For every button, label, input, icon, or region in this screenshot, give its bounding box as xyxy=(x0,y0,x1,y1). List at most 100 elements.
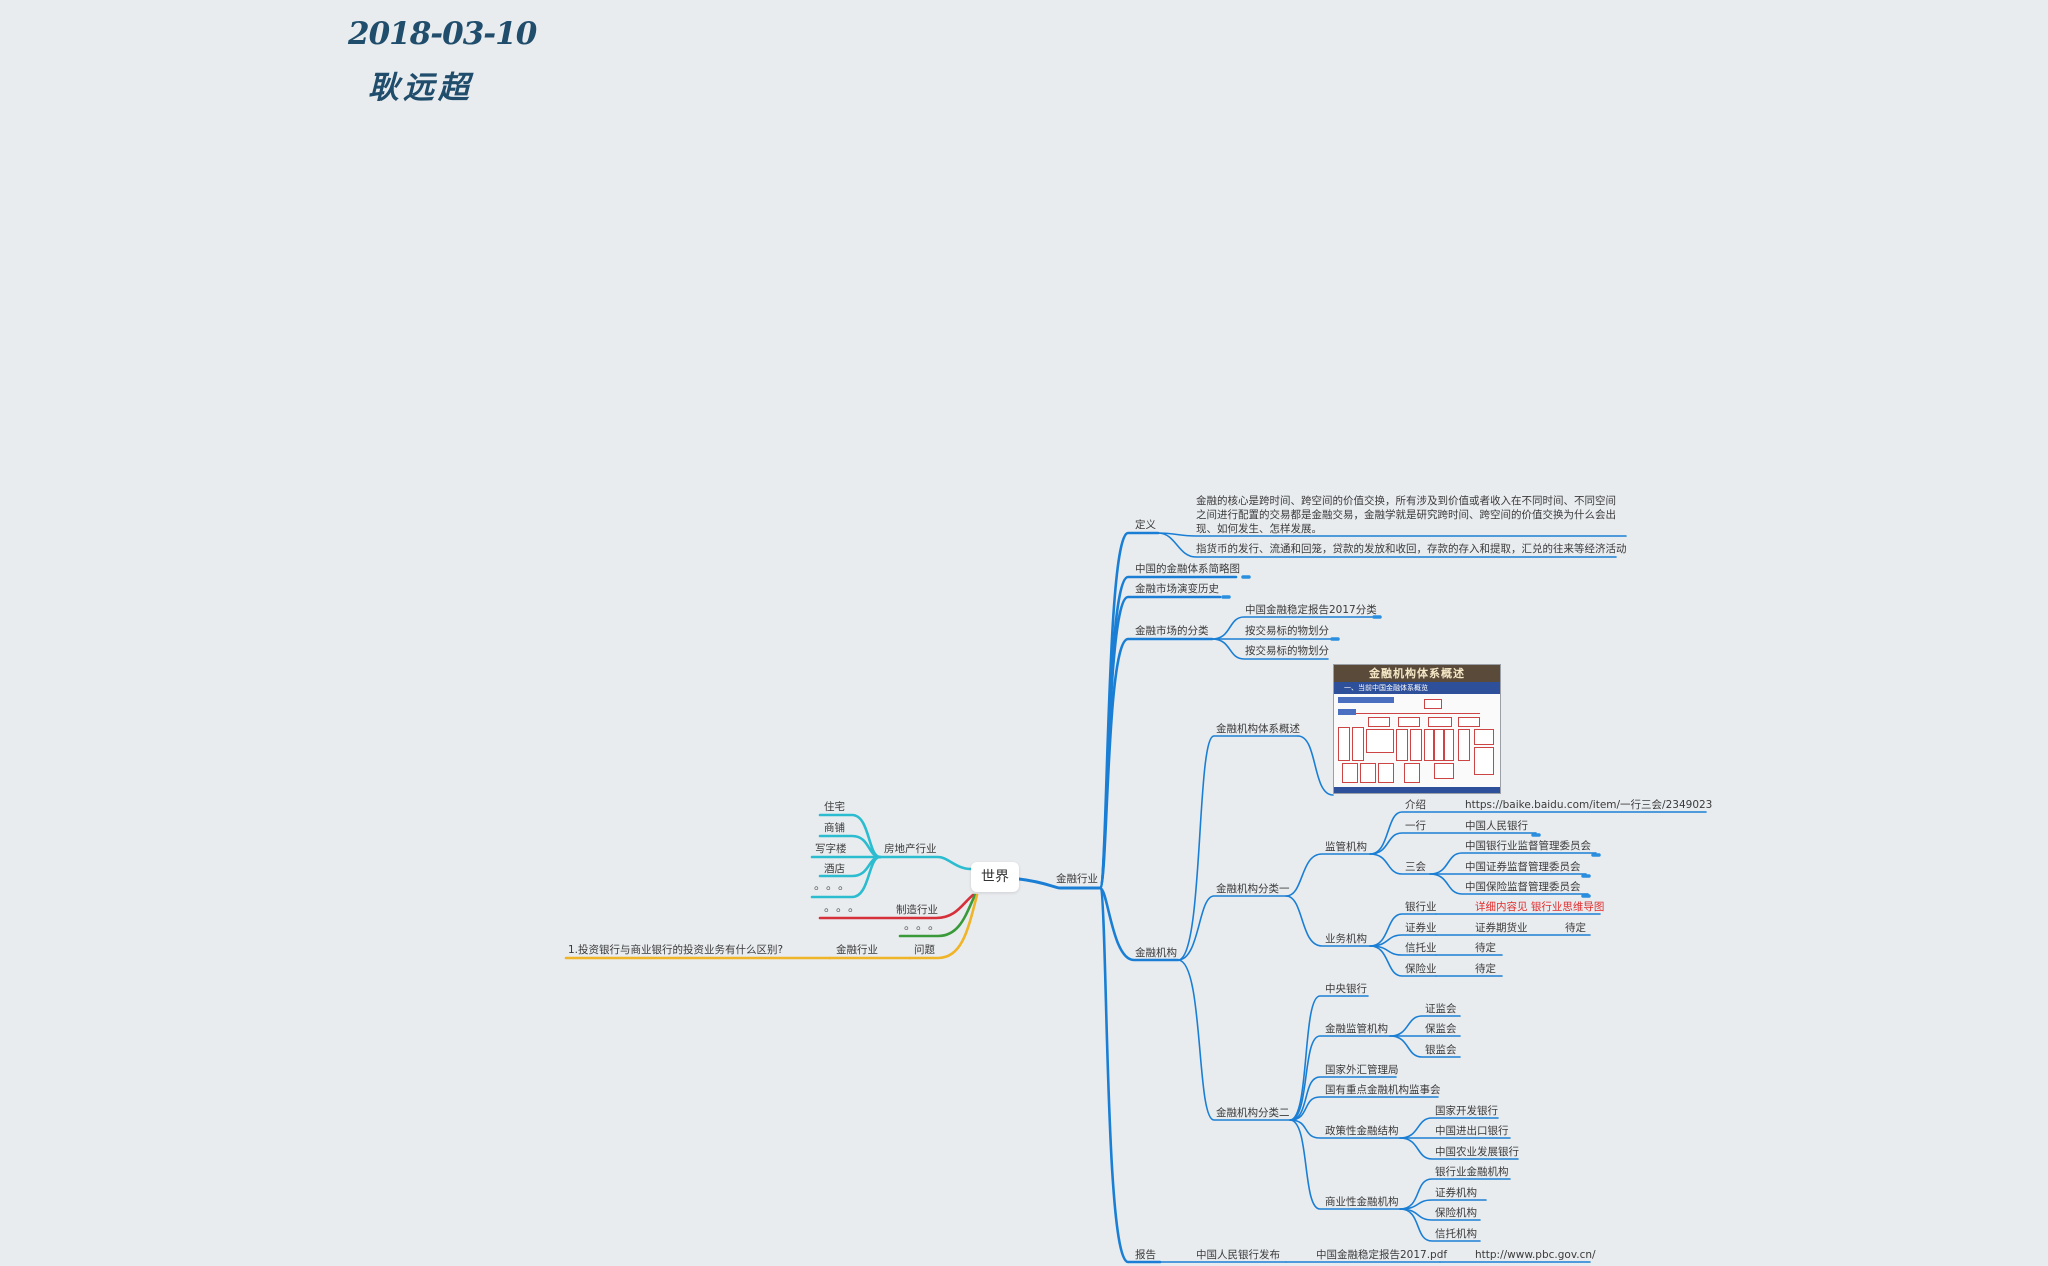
thumb-box xyxy=(1360,763,1376,783)
node-forex[interactable]: 国家外汇管理局 xyxy=(1325,1064,1399,1076)
node-re-more[interactable]: 。。。 xyxy=(814,878,857,892)
node-class2[interactable]: 金融机构分类二 xyxy=(1216,1107,1290,1119)
edge-comm-4 xyxy=(1399,1208,1481,1242)
node-regulators[interactable]: 监管机构 xyxy=(1325,841,1367,853)
thumb-box xyxy=(1444,729,1454,761)
edge-root-finance xyxy=(1017,877,1102,890)
node-securities-institutions[interactable]: 证券机构 xyxy=(1435,1187,1477,1199)
edge-re-5 xyxy=(810,855,882,899)
edge-c2-central xyxy=(1289,995,1369,1121)
node-csrc[interactable]: 中国证券监督管理委员会 xyxy=(1465,861,1581,873)
node-securities-industry[interactable]: 证券业 xyxy=(1405,922,1437,934)
node-system-diagram[interactable]: 中国的金融体系简略图 xyxy=(1135,563,1240,575)
node-market-class-2[interactable]: 按交易标的物划分 xyxy=(1245,625,1329,637)
node-question-item[interactable]: 1.投资银行与商业银行的投资业务有什么区别? xyxy=(568,944,784,956)
node-adbc[interactable]: 中国农业发展银行 xyxy=(1435,1146,1519,1158)
node-circ-short[interactable]: 保监会 xyxy=(1425,1023,1457,1035)
node-report-publisher[interactable]: 中国人民银行发布 xyxy=(1196,1249,1280,1261)
thumb-box xyxy=(1338,697,1394,703)
edge-root-other xyxy=(898,893,977,938)
thumb-box xyxy=(1458,729,1470,761)
node-question-topic[interactable]: 金融行业 xyxy=(836,944,878,956)
node-definition-2[interactable]: 指货币的发行、流通和回笼，贷款的发放和收回，存款的存入和提取，汇兑的往来等经济活… xyxy=(1196,543,1627,555)
node-bank-institutions[interactable]: 银行业金融机构 xyxy=(1435,1166,1509,1178)
node-office[interactable]: 写字楼 xyxy=(815,843,847,855)
node-policy[interactable]: 政策性金融结构 xyxy=(1325,1125,1399,1137)
node-securities-tbd[interactable]: 待定 xyxy=(1565,922,1586,934)
node-insurance-institutions[interactable]: 保险机构 xyxy=(1435,1207,1477,1219)
node-finance[interactable]: 金融行业 xyxy=(1056,873,1098,885)
node-question[interactable]: 问题 xyxy=(914,944,935,956)
header-date: 2018-03-10 xyxy=(348,16,537,52)
edge-def-2 xyxy=(1157,532,1617,558)
edge-reg-one xyxy=(1369,832,1537,855)
edge-overview-thumb xyxy=(1297,735,1334,796)
node-real-estate[interactable]: 房地产行业 xyxy=(884,843,937,855)
node-definition-1[interactable]: 金融的核心是跨时间、跨空间的价值交换，所有涉及到价值或者收入在不同时间、不同空间… xyxy=(1196,495,1616,535)
node-shops[interactable]: 商铺 xyxy=(824,822,845,834)
thumb-box xyxy=(1342,763,1358,783)
node-bank-industry[interactable]: 银行业 xyxy=(1405,901,1437,913)
node-market-class-3[interactable]: 按交易标的物划分 xyxy=(1245,645,1329,657)
node-manufacturing[interactable]: 制造行业 xyxy=(896,904,938,916)
node-hotel[interactable]: 酒店 xyxy=(824,863,845,875)
node-securities-futures[interactable]: 证券期货业 xyxy=(1475,922,1528,934)
node-supervision[interactable]: 金融监管机构 xyxy=(1325,1023,1388,1035)
root-node[interactable]: 世界 xyxy=(971,862,1019,892)
node-central-bank[interactable]: 中央银行 xyxy=(1325,983,1367,995)
node-residential[interactable]: 住宅 xyxy=(824,801,845,813)
edge-finance-report xyxy=(1098,886,1162,1264)
edge-inst-overview xyxy=(1177,735,1299,961)
node-market-history[interactable]: 金融市场演变历史 xyxy=(1135,583,1219,595)
node-cbrc-short[interactable]: 银监会 xyxy=(1425,1044,1457,1056)
edge-root-realestate xyxy=(878,855,973,871)
thumb-box xyxy=(1428,717,1452,727)
node-reg-one[interactable]: 一行 xyxy=(1405,820,1426,832)
node-report-file[interactable]: 中国金融稳定报告2017.pdf xyxy=(1316,1249,1448,1261)
edge-root-manufacturing xyxy=(818,893,975,920)
node-cbrc[interactable]: 中国银行业监督管理委员会 xyxy=(1465,840,1591,852)
header-author: 耿远超 xyxy=(368,70,473,106)
node-definition[interactable]: 定义 xyxy=(1135,519,1156,531)
node-commercial[interactable]: 商业性金融机构 xyxy=(1325,1196,1399,1208)
node-market-class[interactable]: 金融市场的分类 xyxy=(1135,625,1209,637)
node-reg-three[interactable]: 三会 xyxy=(1405,861,1426,873)
node-eximbank[interactable]: 中国进出口银行 xyxy=(1435,1125,1509,1137)
node-manufacturing-more[interactable]: 。。。 xyxy=(824,900,867,914)
thumb-box xyxy=(1396,729,1408,761)
node-market-class-1[interactable]: 中国金融稳定报告2017分类 xyxy=(1245,604,1377,616)
node-trust-industry[interactable]: 信托业 xyxy=(1405,942,1437,954)
thumb-box xyxy=(1398,717,1420,727)
node-state-board[interactable]: 国有重点金融机构监事会 xyxy=(1325,1084,1441,1096)
thumb-box xyxy=(1434,729,1444,761)
edge-class1-business xyxy=(1285,895,1371,947)
thumb-box xyxy=(1366,729,1394,753)
edge-reg-three xyxy=(1369,853,1431,875)
edge-c2-forex xyxy=(1289,1076,1397,1121)
node-class1[interactable]: 金融机构分类一 xyxy=(1216,883,1290,895)
node-csrc-short[interactable]: 证监会 xyxy=(1425,1003,1457,1015)
node-trust-tbd[interactable]: 待定 xyxy=(1475,942,1496,954)
node-other[interactable]: 。。。 xyxy=(904,918,947,932)
node-cdb[interactable]: 国家开发银行 xyxy=(1435,1105,1498,1117)
node-reg-intro[interactable]: 介绍 xyxy=(1405,799,1426,811)
node-business[interactable]: 业务机构 xyxy=(1325,933,1367,945)
thumb-box xyxy=(1424,729,1434,761)
node-institutions[interactable]: 金融机构 xyxy=(1135,947,1177,959)
institution-system-image[interactable]: 金融机构体系概述 一、当前中国金融体系概览 xyxy=(1333,664,1501,794)
thumb-box xyxy=(1338,727,1350,761)
node-inst-overview[interactable]: 金融机构体系概述 xyxy=(1216,723,1300,735)
edge-c2-super xyxy=(1289,1035,1391,1121)
node-report[interactable]: 报告 xyxy=(1135,1249,1156,1261)
node-trust-institutions[interactable]: 信托机构 xyxy=(1435,1228,1477,1240)
edge-finance-history xyxy=(1098,595,1222,890)
link-pbc[interactable]: http://www.pbc.gov.cn/ xyxy=(1475,1249,1596,1261)
node-insurance-tbd[interactable]: 待定 xyxy=(1475,963,1496,975)
edge-finance-market xyxy=(1098,637,1214,890)
node-insurance-industry[interactable]: 保险业 xyxy=(1405,963,1437,975)
link-bank-mindmap[interactable]: 详细内容见 银行业思维导图 xyxy=(1475,901,1605,913)
node-pboc[interactable]: 中国人民银行 xyxy=(1465,820,1528,832)
edge-root-question xyxy=(908,893,979,960)
node-circ[interactable]: 中国保险监督管理委员会 xyxy=(1465,881,1581,893)
link-baike[interactable]: https://baike.baidu.com/item/一行三会/234902… xyxy=(1465,799,1713,811)
